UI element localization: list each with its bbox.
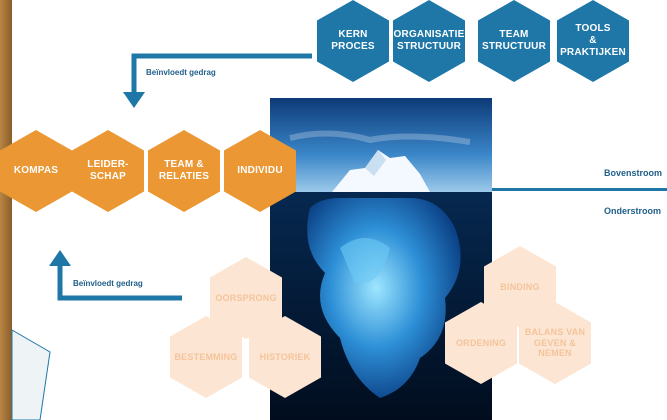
corner-shape — [11, 329, 51, 420]
hex-kompas: KOMPAS — [0, 130, 72, 212]
influence-arrow-down — [123, 53, 312, 108]
influence-arrow-up — [49, 250, 182, 301]
wood-edge — [0, 0, 12, 420]
stream-line — [492, 188, 667, 191]
hex-team-relaties: TEAM & RELATIES — [148, 130, 220, 212]
hex-leiderschap: LEIDER- SCHAP — [72, 130, 144, 212]
top-influence-label: Beïnvloedt gedrag — [146, 68, 216, 77]
iceberg-image — [270, 98, 492, 420]
below-stream-label: Onderstroom — [604, 206, 662, 216]
above-stream-label: Bovenstroom — [604, 168, 663, 178]
bottom-influence-label: Beïnvloedt gedrag — [73, 279, 143, 288]
hex-individu: INDIVIDU — [224, 130, 296, 212]
